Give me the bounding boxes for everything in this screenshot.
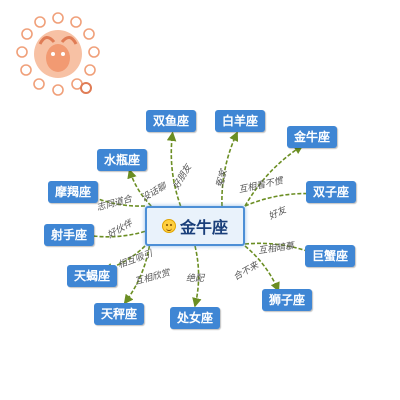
relation-arrow-tiancheng	[123, 245, 151, 305]
relation-arrow-shizi	[244, 245, 280, 292]
node-chunv[interactable]: 处女座	[170, 307, 221, 329]
taurus-emblem-icon	[16, 12, 100, 96]
relation-arrow-chunv	[192, 245, 202, 308]
node-jinniu[interactable]: 金牛座	[287, 126, 338, 148]
node-juxie[interactable]: 巨蟹座	[305, 245, 356, 267]
center-node[interactable]: 金牛座	[145, 206, 245, 246]
node-tiancheng[interactable]: 天秤座	[94, 303, 145, 325]
relation-arrow-baiyang	[221, 131, 239, 207]
relation-arrow-shuangyu	[166, 131, 182, 207]
node-tianxie[interactable]: 天蝎座	[67, 265, 118, 287]
center-label: 金牛座	[179, 218, 228, 237]
node-shuangyu[interactable]: 双鱼座	[146, 110, 197, 132]
node-sheshou[interactable]: 射手座	[44, 224, 95, 246]
relation-arrow-juxie	[244, 242, 318, 256]
relation-label-chunv: 绝配	[186, 274, 205, 284]
relation-arrow-shuiping	[127, 168, 152, 207]
node-mojie[interactable]: 摩羯座	[48, 181, 99, 203]
smiley-icon	[161, 219, 176, 233]
node-shizi[interactable]: 狮子座	[262, 289, 313, 311]
node-shuangzi[interactable]: 双子座	[306, 181, 357, 203]
node-baiyang[interactable]: 白羊座	[215, 110, 266, 132]
relation-arrow-jinniu	[244, 144, 304, 207]
node-shuiping[interactable]: 水瓶座	[97, 149, 148, 171]
